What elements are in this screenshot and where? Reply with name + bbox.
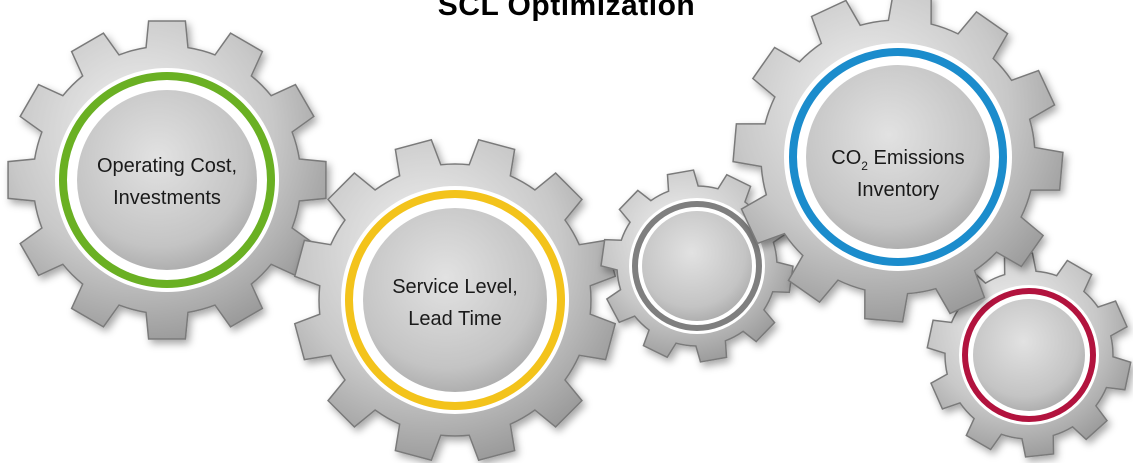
gear-co2-emissions-label-line2: Inventory — [857, 179, 939, 201]
gear-center-small-ring — [632, 201, 762, 331]
gear-operating-cost-label-line2: Investments — [113, 187, 221, 209]
gear-co2-emissions-label-line1: CO2 Emissions — [831, 147, 964, 173]
gear-co2-emissions: CO2 Emissions Inventory — [732, 0, 1064, 323]
gear-service-level-hub — [363, 208, 547, 392]
gear-bottom-right-hub — [973, 299, 1085, 411]
gear-service-level-label-line2: Lead Time — [408, 308, 501, 330]
gear-bottom-right-ring — [962, 288, 1096, 422]
gear-service-level-ring — [345, 190, 565, 410]
co2-suffix: Emissions — [868, 147, 965, 169]
gear-operating-cost: Operating Cost, Investments — [7, 20, 327, 340]
gear-operating-cost-ring — [59, 72, 275, 288]
gear-service-level: Service Level, Lead Time — [293, 138, 617, 462]
gear-operating-cost-label-line1: Operating Cost, — [97, 155, 237, 177]
diagram-title: SCL Optimization — [437, 0, 696, 22]
co2-prefix: CO — [831, 147, 861, 169]
gear-center-small-hub — [642, 211, 752, 321]
co2-subscript: 2 — [861, 159, 868, 173]
gear-co2-emissions-ring — [789, 48, 1007, 266]
gear-co2-emissions-hub — [806, 65, 990, 249]
gear-service-level-label-line1: Service Level, — [392, 276, 518, 298]
gear-bottom-right — [926, 252, 1132, 458]
gear-operating-cost-hub — [77, 90, 257, 270]
